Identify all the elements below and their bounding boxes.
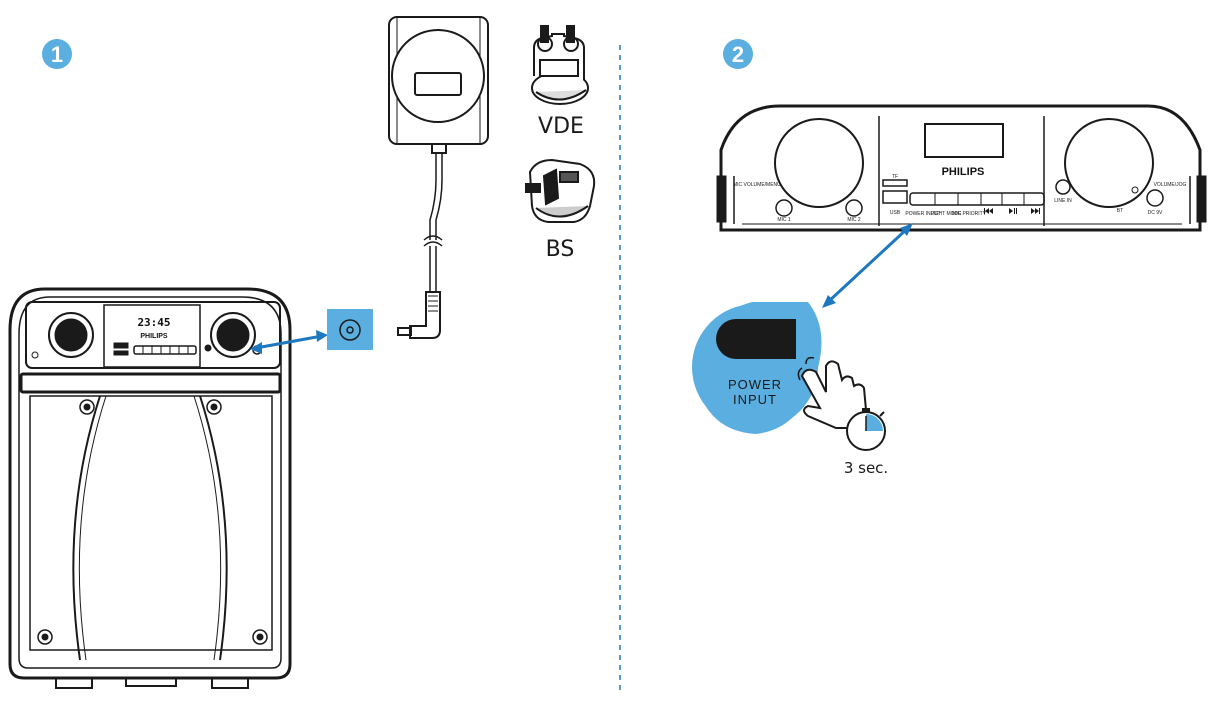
power-adapter [388, 16, 489, 339]
timer-progress-wedge [866, 414, 883, 431]
panel-volume-jog-label: VOLUME/JOG [1154, 182, 1187, 188]
bs-label: BS [546, 237, 575, 262]
speaker-display-time: 23:45 [137, 316, 170, 329]
step-2-number: 2 [732, 42, 744, 67]
panel-indicator-label: BT [1117, 208, 1123, 214]
step-2-badge: 2 [723, 39, 753, 69]
panel-power-input-label: POWER INPUT [905, 211, 940, 217]
panel-tf-label: TF [892, 174, 898, 180]
timer-label: 3 sec. [844, 459, 888, 477]
finger-press-icon [797, 356, 868, 429]
vde-label: VDE [538, 114, 584, 139]
next-icon [1031, 208, 1040, 214]
power-button-arrow [822, 223, 913, 308]
panel-mic1-label: MIC 1 [777, 217, 791, 223]
panel-mic2-label: MIC 2 [847, 217, 861, 223]
step-1-badge: 1 [42, 39, 72, 69]
panel-mic-volume-label: MIC VOLUME/MENU [733, 182, 781, 188]
panel-light-mode-label: LIGHT MODE [930, 211, 962, 217]
prev-icon [984, 208, 993, 214]
power-input-label-line2: INPUT [733, 392, 777, 407]
stopwatch-icon [846, 408, 886, 451]
panel-brand: PHILIPS [942, 166, 985, 178]
panel-dc-in-label: DC 9V [1148, 210, 1163, 216]
panel-mic-priority-label: MIC PRIORITY [952, 211, 987, 217]
top-panel [716, 104, 1207, 232]
speaker-front [8, 287, 292, 689]
play-pause-icon [1009, 208, 1017, 214]
bs-plug-icon [525, 158, 596, 223]
speaker-front-brand: PHILIPS [140, 333, 168, 340]
step-1-number: 1 [51, 42, 63, 67]
dc-jack-callout [327, 309, 373, 350]
vde-plug-icon [531, 25, 589, 105]
power-input-callout [692, 302, 822, 434]
panel-usb-label: USB [890, 210, 901, 216]
power-input-label-line1: POWER [728, 377, 782, 392]
panel-transport-icons [984, 208, 1040, 214]
dc-connection-arrow [250, 330, 328, 354]
panel-line-in-label: LINE IN [1054, 198, 1072, 204]
